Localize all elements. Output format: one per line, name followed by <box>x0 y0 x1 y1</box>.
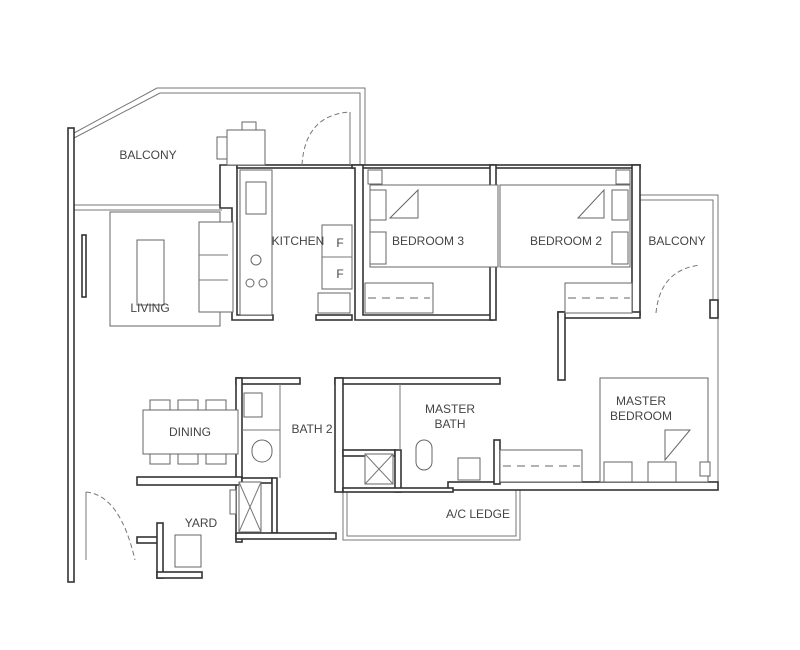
room-label-bedroom-3: BEDROOM 3 <box>392 234 464 248</box>
fridge-label: F <box>336 236 343 250</box>
room-label-living: LIVING <box>130 301 169 315</box>
room-label-dining: DINING <box>169 425 211 439</box>
room-label-master-bedroom: BEDROOM <box>610 409 672 423</box>
master-bed <box>499 377 711 483</box>
room-label-balcony: BALCONY <box>119 148 176 162</box>
master-bath-fixtures <box>364 384 481 485</box>
balcony-door-icon <box>655 264 701 314</box>
bedroom2-bed <box>499 169 633 314</box>
room-label-bath-2: BATH 2 <box>291 422 332 436</box>
room-label-bedroom-2: BEDROOM 2 <box>530 234 602 248</box>
dining-table <box>142 399 239 465</box>
room-label-master-bath: MASTER <box>425 402 475 416</box>
living-furniture <box>109 211 234 327</box>
ac-ledge-outline <box>342 490 521 541</box>
balcony-table <box>216 121 266 166</box>
bedroom3-bed <box>364 169 499 314</box>
kitchen-counter <box>239 169 353 316</box>
fridge-label: F <box>336 267 343 281</box>
yard-fixtures <box>85 489 237 568</box>
room-label-ac-ledge: A/C LEDGE <box>446 507 510 521</box>
room-label-master-bedroom: MASTER <box>616 394 666 408</box>
room-label-kitchen: KITCHEN <box>272 234 325 248</box>
balcony-right-outline <box>640 194 719 482</box>
bath2-fixtures <box>238 384 281 533</box>
room-label-balcony-right: BALCONY <box>648 234 705 248</box>
room-label-yard: YARD <box>185 516 218 530</box>
room-label-master-bath: BATH <box>434 417 465 431</box>
balcony-left-outline <box>73 87 366 211</box>
kitchen-door-icon <box>301 111 351 166</box>
